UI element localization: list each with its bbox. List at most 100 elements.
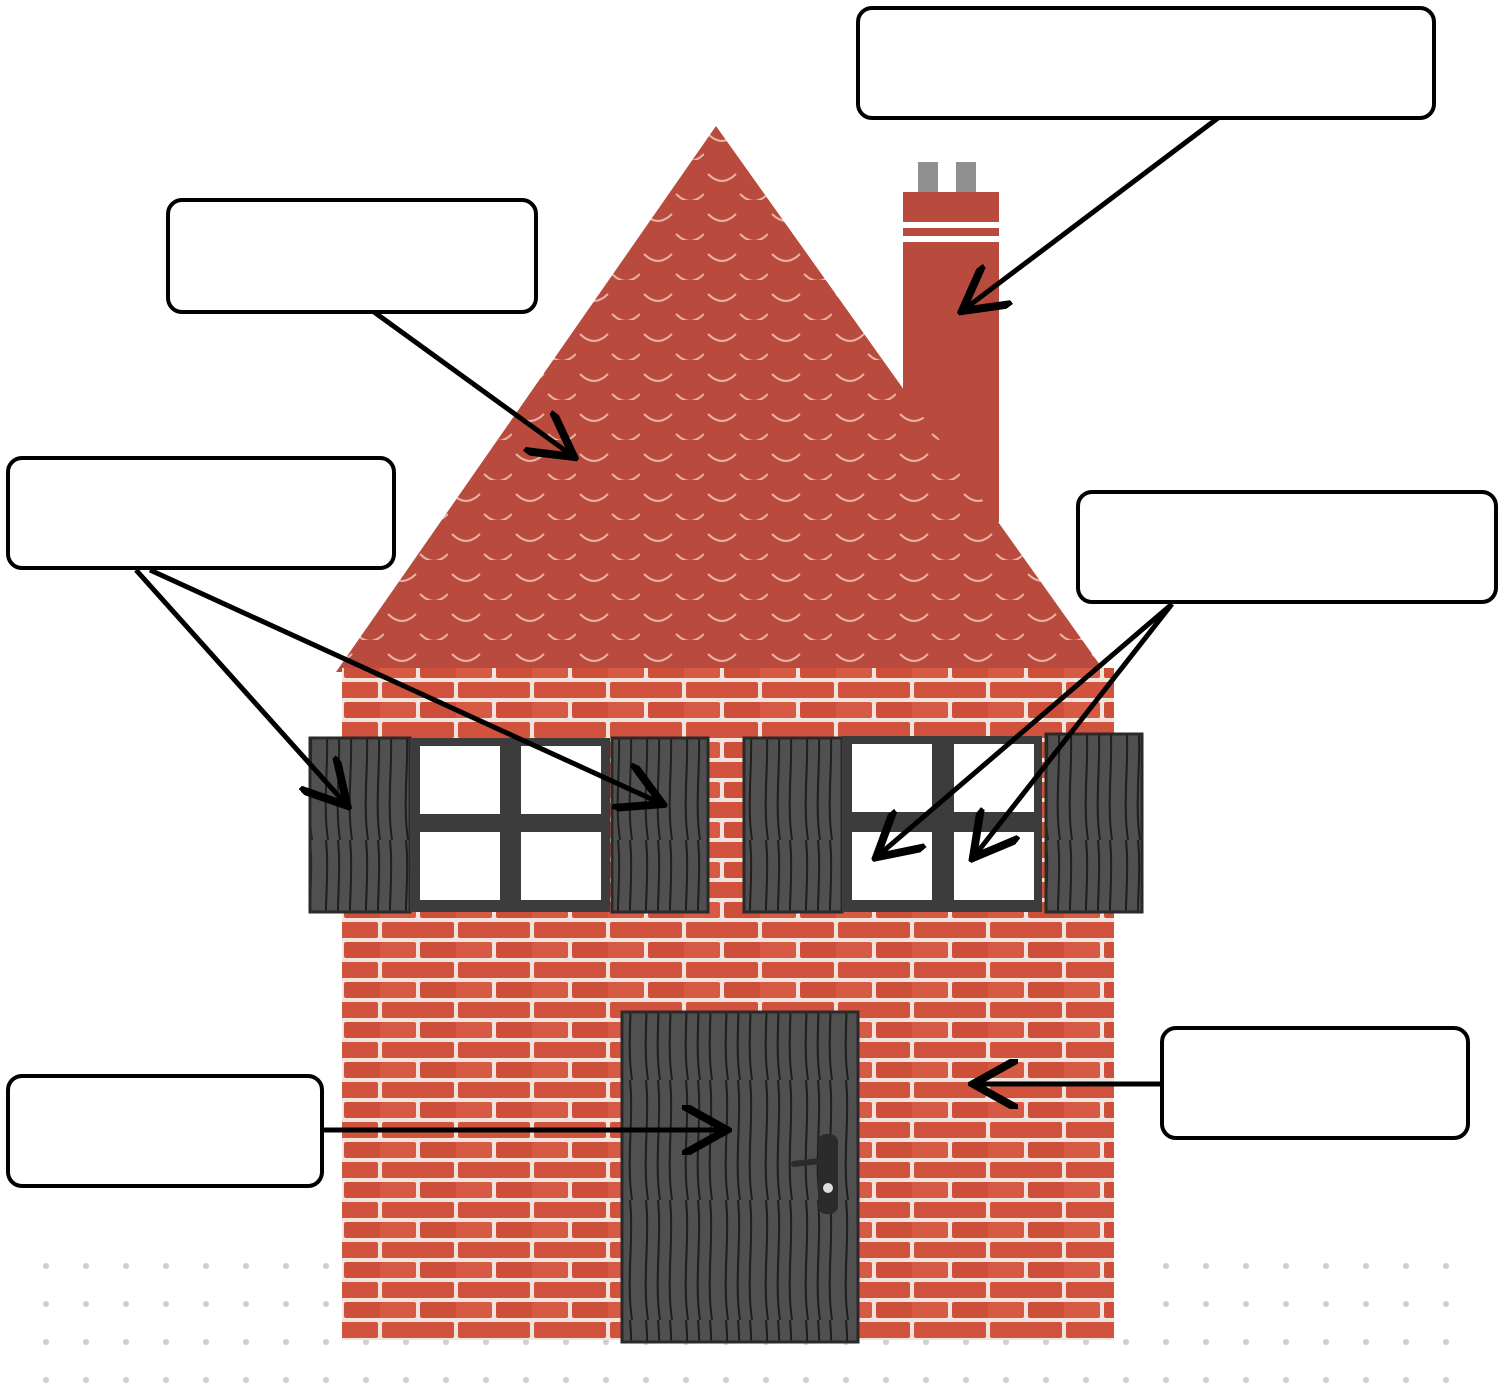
ground-dot bbox=[1203, 1301, 1209, 1307]
label-box-shutters[interactable] bbox=[6, 456, 396, 570]
ground-dot bbox=[723, 1377, 729, 1383]
label-box-door[interactable] bbox=[6, 1074, 324, 1188]
ground-dot bbox=[163, 1377, 169, 1383]
ground-dot bbox=[243, 1301, 249, 1307]
ground-dot bbox=[1283, 1339, 1289, 1345]
ground-dot bbox=[83, 1339, 89, 1345]
ground-dot bbox=[163, 1301, 169, 1307]
ground-dot bbox=[123, 1377, 129, 1383]
ground-dot bbox=[1403, 1263, 1409, 1269]
ground-dot bbox=[83, 1263, 89, 1269]
right-window bbox=[744, 734, 1142, 912]
ground-dot bbox=[1363, 1377, 1369, 1383]
ground-dot bbox=[563, 1377, 569, 1383]
ground-dot bbox=[1443, 1377, 1449, 1383]
ground-dot bbox=[1443, 1301, 1449, 1307]
keyhole bbox=[823, 1183, 833, 1193]
ground-dot bbox=[1083, 1377, 1089, 1383]
ground-dot bbox=[643, 1377, 649, 1383]
ground-dot bbox=[1363, 1263, 1369, 1269]
ground-dot bbox=[83, 1377, 89, 1383]
ground-dot bbox=[203, 1263, 209, 1269]
ground-dot bbox=[283, 1339, 289, 1345]
ground-dot bbox=[123, 1301, 129, 1307]
ground-dot bbox=[1403, 1301, 1409, 1307]
ground-dot bbox=[123, 1263, 129, 1269]
ground-dot bbox=[1003, 1377, 1009, 1383]
ground-dot bbox=[883, 1377, 889, 1383]
ground-dot bbox=[323, 1377, 329, 1383]
ground-dot bbox=[1123, 1339, 1129, 1345]
ground-dot bbox=[683, 1377, 689, 1383]
ground-dot bbox=[443, 1377, 449, 1383]
door-handle-plate bbox=[818, 1134, 838, 1214]
ground-dot bbox=[1283, 1377, 1289, 1383]
left-window bbox=[310, 738, 708, 912]
ground-dot bbox=[203, 1377, 209, 1383]
ground-dot bbox=[163, 1263, 169, 1269]
ground-dot bbox=[603, 1377, 609, 1383]
ground-dot bbox=[283, 1377, 289, 1383]
ground-dot bbox=[243, 1339, 249, 1345]
ground-dot bbox=[283, 1301, 289, 1307]
ground-dot bbox=[1203, 1263, 1209, 1269]
ground-dot bbox=[1443, 1339, 1449, 1345]
ground-dot bbox=[1283, 1263, 1289, 1269]
ground-dot bbox=[523, 1377, 529, 1383]
ground-dot bbox=[1043, 1377, 1049, 1383]
ground-dot bbox=[203, 1301, 209, 1307]
ground-dot bbox=[243, 1263, 249, 1269]
ground-dot bbox=[1163, 1377, 1169, 1383]
ground-dot bbox=[243, 1377, 249, 1383]
ground-dot bbox=[843, 1377, 849, 1383]
ground-dot bbox=[483, 1377, 489, 1383]
ground-dot bbox=[1443, 1263, 1449, 1269]
ground-dot bbox=[43, 1339, 49, 1345]
ground-dot bbox=[43, 1263, 49, 1269]
ground-dot bbox=[323, 1263, 329, 1269]
door bbox=[622, 1012, 858, 1342]
ground-dot bbox=[1363, 1339, 1369, 1345]
ground-dot bbox=[1163, 1263, 1169, 1269]
ground-dot bbox=[1243, 1339, 1249, 1345]
ground-dot bbox=[123, 1339, 129, 1345]
ground-dot bbox=[1163, 1301, 1169, 1307]
ground-dot bbox=[363, 1377, 369, 1383]
ground-dot bbox=[1403, 1377, 1409, 1383]
ground-dot bbox=[1403, 1339, 1409, 1345]
ground-dot bbox=[1243, 1301, 1249, 1307]
ground-dot bbox=[83, 1301, 89, 1307]
ground-dot bbox=[1123, 1377, 1129, 1383]
label-box-windows[interactable] bbox=[1076, 490, 1498, 604]
ground-dot bbox=[763, 1377, 769, 1383]
ground-dot bbox=[323, 1339, 329, 1345]
ground-dot bbox=[163, 1339, 169, 1345]
ground-dot bbox=[1243, 1263, 1249, 1269]
ground-dot bbox=[803, 1377, 809, 1383]
ground-dot bbox=[1203, 1339, 1209, 1345]
door-handle bbox=[794, 1160, 828, 1164]
ground-dot bbox=[1323, 1377, 1329, 1383]
ground-dot bbox=[323, 1301, 329, 1307]
ground-dot bbox=[43, 1377, 49, 1383]
ground-dot bbox=[1323, 1301, 1329, 1307]
ground-dot bbox=[1203, 1377, 1209, 1383]
ground-dot bbox=[923, 1377, 929, 1383]
ground-dot bbox=[963, 1377, 969, 1383]
ground-dot bbox=[43, 1301, 49, 1307]
label-box-roof[interactable] bbox=[166, 198, 538, 314]
label-box-chimney[interactable] bbox=[856, 6, 1436, 120]
ground-dot bbox=[283, 1263, 289, 1269]
ground-dot bbox=[1283, 1301, 1289, 1307]
shutter-left-2 bbox=[612, 738, 708, 912]
ground-dot bbox=[1323, 1263, 1329, 1269]
ground-dot bbox=[403, 1377, 409, 1383]
label-box-wall[interactable] bbox=[1160, 1026, 1470, 1140]
ground-dot bbox=[1363, 1301, 1369, 1307]
shutter-right-1 bbox=[744, 738, 842, 912]
ground-dot bbox=[203, 1339, 209, 1345]
ground-dot bbox=[1323, 1339, 1329, 1345]
shutter-right-2 bbox=[1046, 734, 1142, 912]
ground-dot bbox=[1163, 1339, 1169, 1345]
shutter-left-1 bbox=[310, 738, 410, 912]
